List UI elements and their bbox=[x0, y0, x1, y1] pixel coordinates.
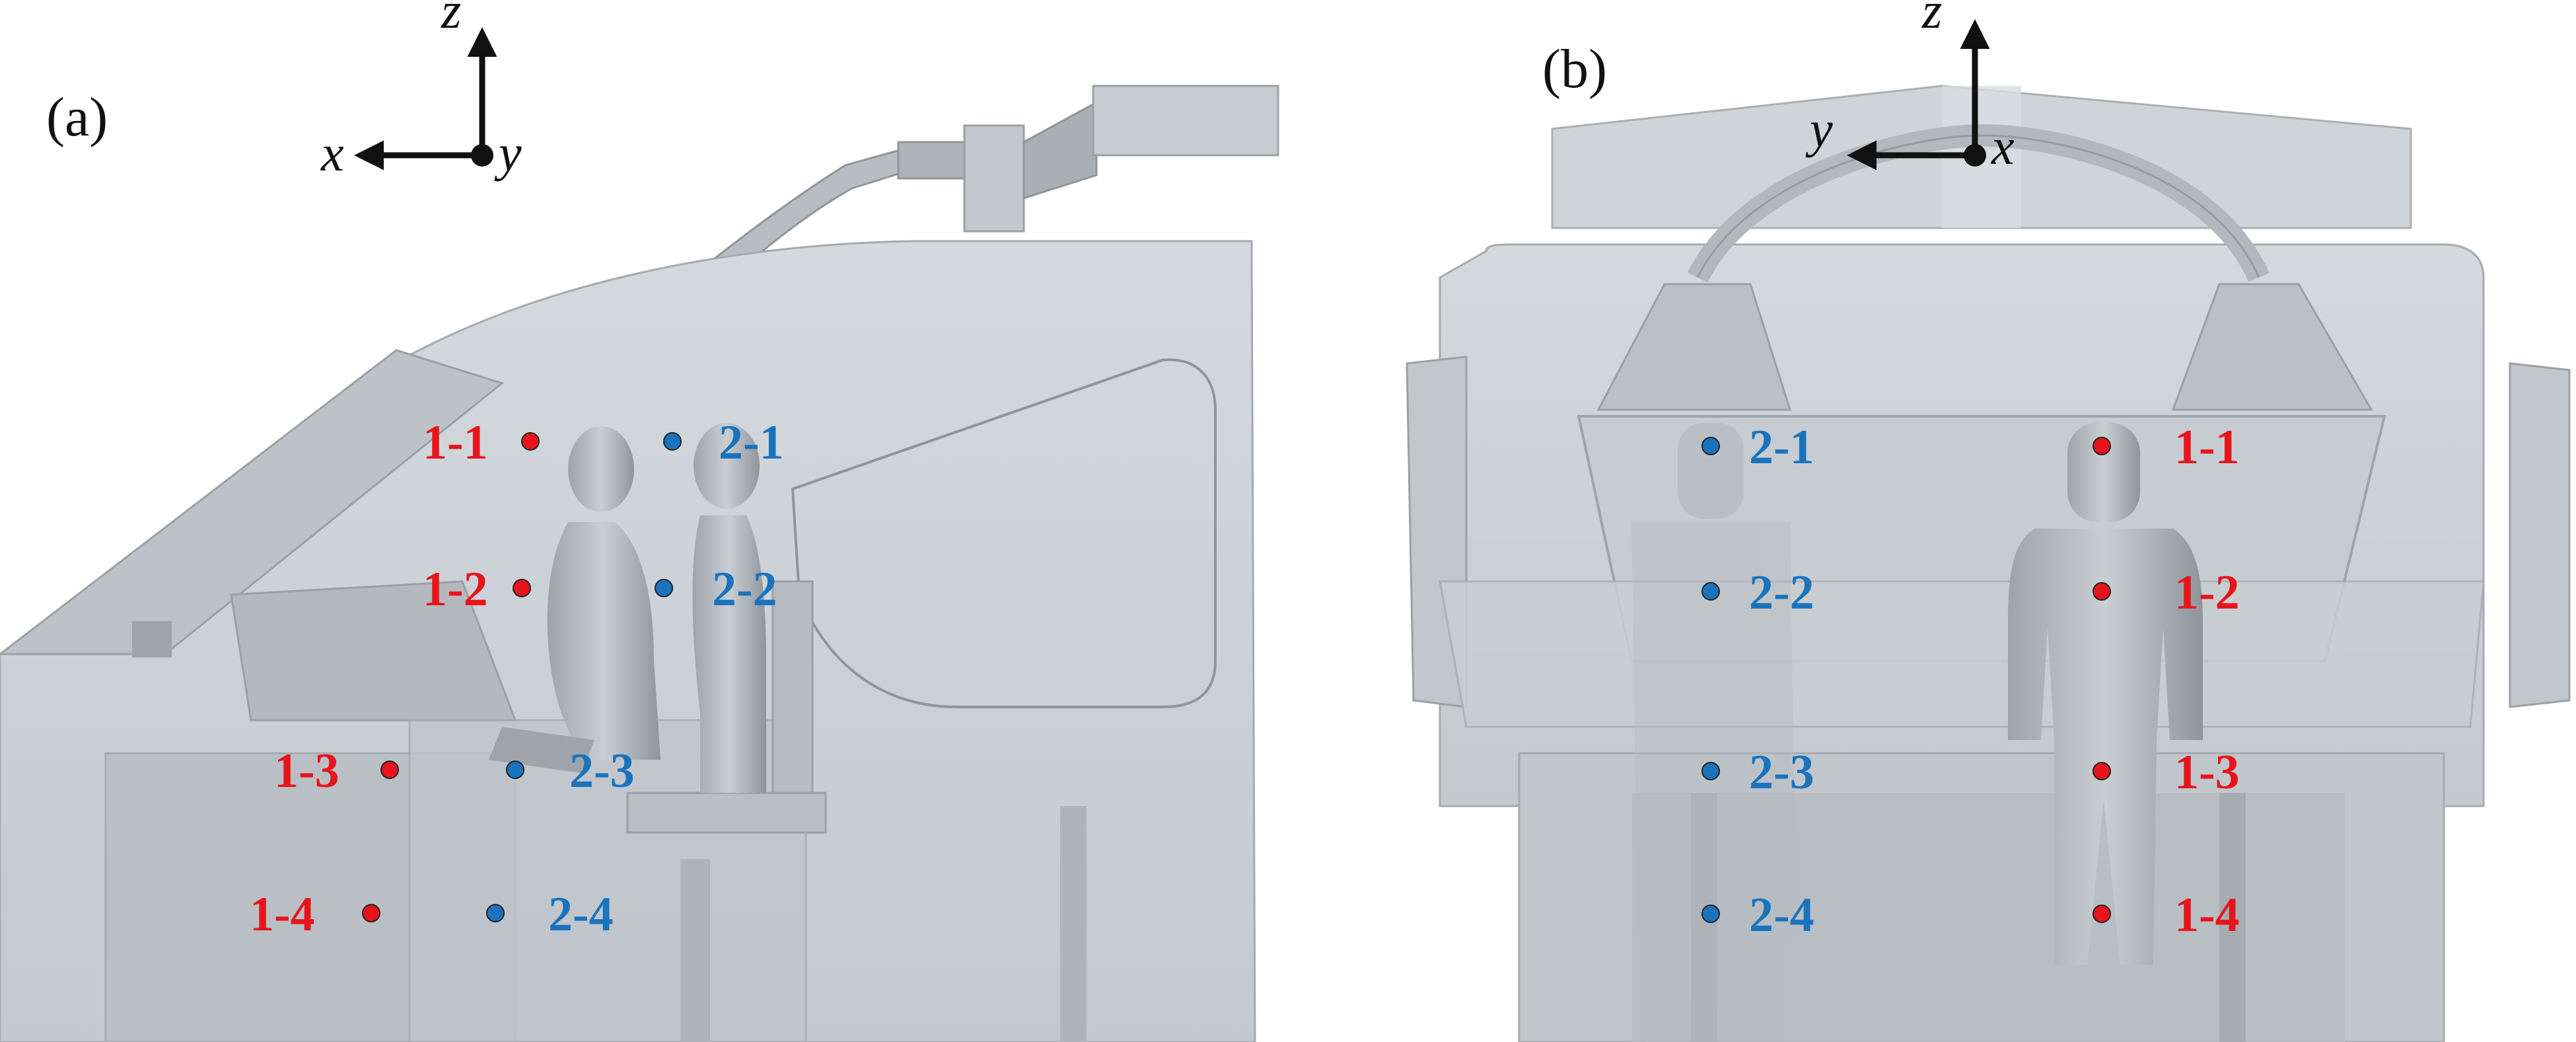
seat bbox=[626, 792, 827, 834]
seat-back bbox=[771, 580, 814, 807]
roof-box bbox=[897, 141, 972, 180]
roof-box-2 bbox=[1092, 85, 1279, 157]
human-model-left bbox=[1631, 423, 1797, 1042]
shoulder-left bbox=[1596, 283, 1792, 411]
point-1-1-b bbox=[2093, 437, 2111, 455]
label-1-3-a: 1-3 bbox=[274, 744, 340, 798]
label-1-4-b: 1-4 bbox=[2174, 888, 2240, 942]
axes-a: z x y bbox=[320, 0, 522, 182]
panel-b: z y x (b) 2-1 2-2 2-3 2-4 1-1 1-2 1-3 1-… bbox=[1406, 0, 2571, 1042]
point-2-4-b bbox=[1701, 905, 1720, 923]
point-1-3-b bbox=[2093, 762, 2111, 780]
label-2-3-b: 2-3 bbox=[1749, 745, 1814, 800]
axis-y-a: y bbox=[494, 124, 522, 182]
axis-x-b: x bbox=[1991, 118, 2015, 175]
label-2-3-a: 2-3 bbox=[569, 744, 635, 798]
shoulder-right bbox=[2171, 283, 2373, 411]
label-1-2-b: 1-2 bbox=[2174, 566, 2240, 620]
point-2-3-a bbox=[506, 761, 524, 779]
axis-y-b: y bbox=[1805, 100, 1833, 158]
axis-x-a: x bbox=[320, 124, 344, 182]
human-model-right bbox=[2008, 423, 2203, 965]
label-1-1-b: 1-1 bbox=[2174, 420, 2240, 474]
points-b: 2-1 2-2 2-3 2-4 1-1 1-2 1-3 1-4 bbox=[1701, 420, 2240, 942]
windshield bbox=[0, 349, 505, 655]
axes-b: z y x bbox=[1805, 0, 2015, 175]
front-dashboard bbox=[1439, 580, 2485, 728]
roof-unit bbox=[963, 124, 1025, 233]
point-2-2-a bbox=[655, 579, 673, 597]
side-window bbox=[791, 358, 1217, 708]
panel-label-b: (b) bbox=[1542, 38, 1607, 100]
dash-left bbox=[132, 621, 172, 657]
label-2-2-b: 2-2 bbox=[1749, 566, 1814, 620]
side-right bbox=[2509, 362, 2571, 708]
arch-pipe-edge bbox=[1696, 134, 2260, 278]
label-2-1-a: 2-1 bbox=[719, 416, 784, 470]
label-2-4-b: 2-4 bbox=[1749, 888, 1814, 942]
axis-z-b: z bbox=[1921, 0, 1942, 39]
panel-label-a: (a) bbox=[46, 87, 108, 148]
point-1-1-a bbox=[521, 432, 540, 451]
point-1-2-a bbox=[513, 579, 531, 597]
point-2-3-b bbox=[1701, 762, 1720, 780]
point-2-1-b bbox=[1701, 437, 1720, 455]
point-2-1-a bbox=[663, 432, 682, 451]
pillar-b-2 bbox=[2219, 793, 2246, 1042]
point-1-2-b bbox=[2093, 582, 2111, 601]
label-1-4-a: 1-4 bbox=[250, 887, 315, 942]
label-2-4-a: 2-4 bbox=[548, 887, 614, 942]
axis-z-a: z bbox=[441, 0, 461, 39]
point-2-2-b bbox=[1701, 582, 1720, 601]
label-1-3-b: 1-3 bbox=[2174, 745, 2240, 800]
label-1-2-a: 1-2 bbox=[423, 562, 488, 616]
label-2-1-b: 2-1 bbox=[1749, 420, 1814, 474]
point-2-4-a bbox=[486, 904, 505, 922]
label-2-2-a: 2-2 bbox=[712, 562, 777, 616]
point-1-4-b bbox=[2093, 905, 2111, 923]
human-model-rear bbox=[692, 423, 766, 793]
points-a: 1-1 1-2 1-3 1-4 2-1 2-2 2-3 2-4 bbox=[250, 416, 784, 942]
point-1-3-a bbox=[380, 761, 399, 779]
label-1-1-a: 1-1 bbox=[423, 416, 488, 470]
panel-a: z x y (a) 1-1 1-2 1-3 1-4 2-1 2-2 2-3 2-… bbox=[0, 0, 1279, 1042]
roof-horn bbox=[1022, 100, 1098, 200]
pillar-2 bbox=[1060, 806, 1087, 1042]
point-1-4-a bbox=[362, 904, 380, 922]
pillar-1 bbox=[680, 859, 710, 1042]
